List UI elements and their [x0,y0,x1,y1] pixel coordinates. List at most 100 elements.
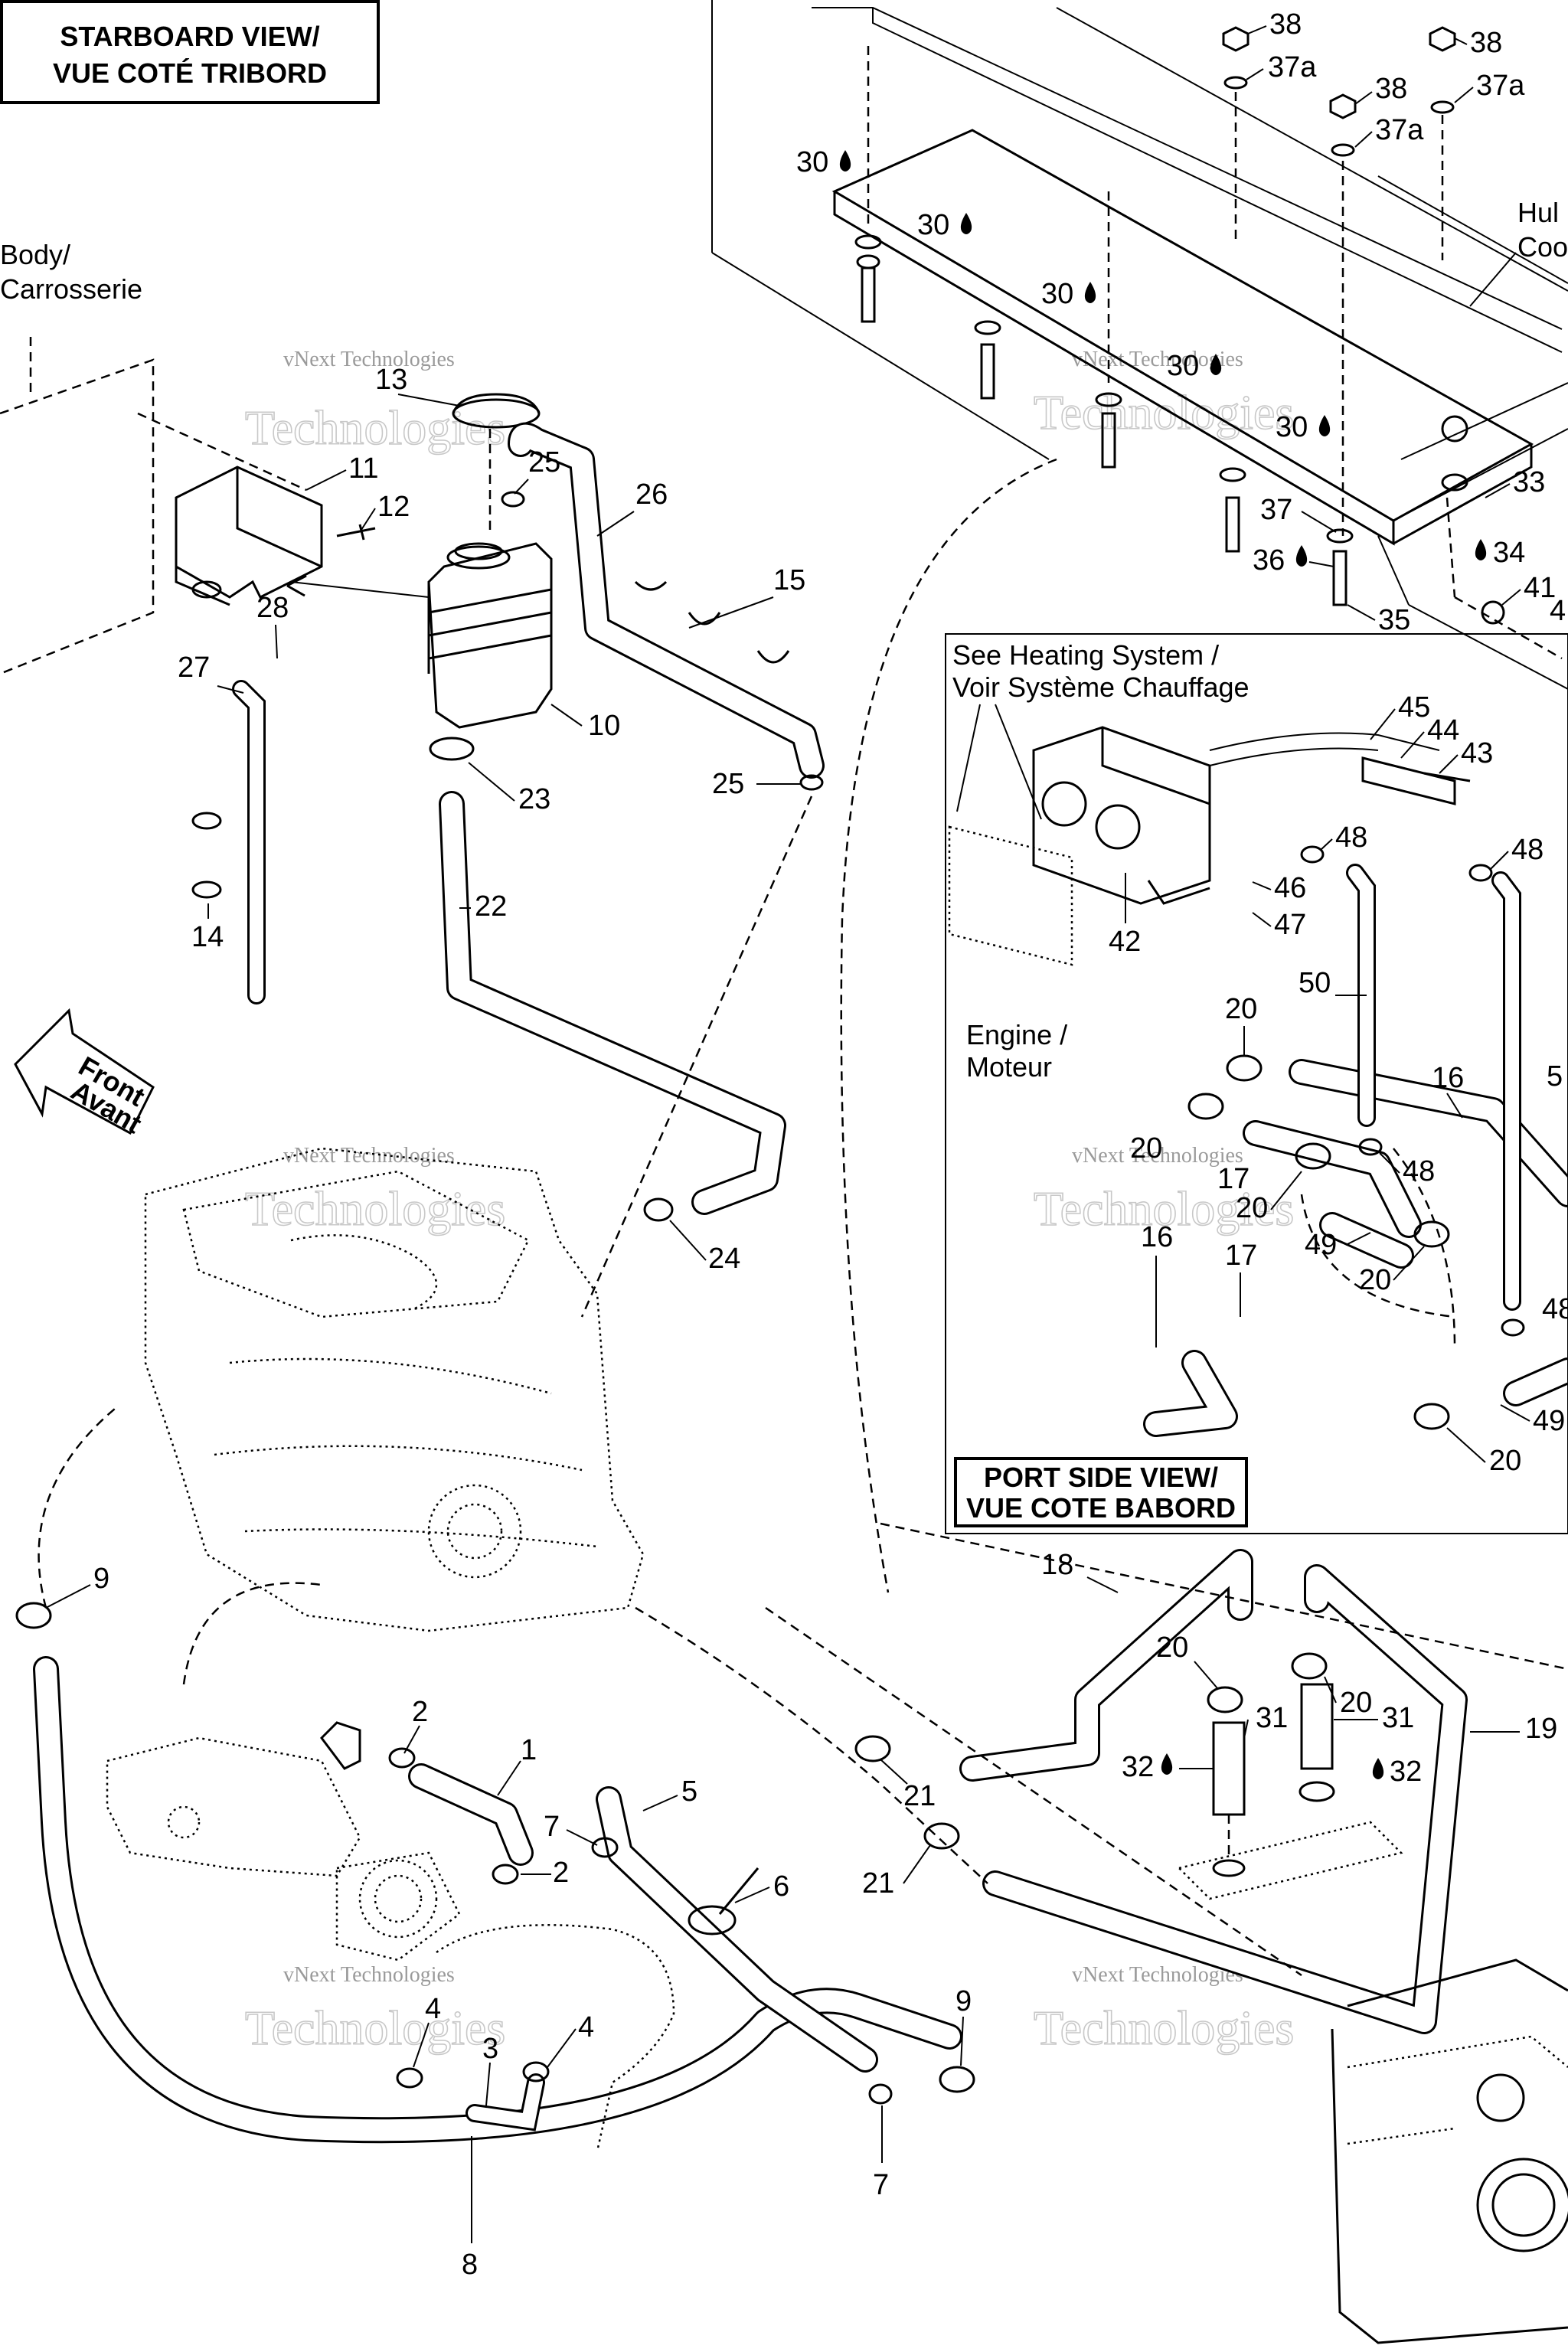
starboard-title-line2: VUE COTÉ TRIBORD [53,57,327,89]
callout-35: 35 [1378,604,1410,636]
callout-37a: 37a [1268,51,1317,83]
port-side-view-panel: PORT SIDE VIEW/ VUE COTE BABORD [945,633,1568,1534]
watermark-text: vNext Technologies [283,1144,455,1168]
callout-20: 20 [1359,1264,1391,1296]
engine [144,1147,645,1632]
callout-13: 13 [375,364,407,396]
callout-5: 5 [1547,1060,1563,1093]
port-title-line1: PORT SIDE VIEW/ [984,1462,1218,1493]
exhaust-manifold [106,1721,675,2152]
callout-44: 44 [1427,714,1459,746]
callout-1: 1 [521,1734,537,1766]
drop-icon [839,150,851,172]
coolant-tank [286,393,553,729]
callout-20: 20 [1225,993,1257,1025]
callout-47: 47 [1274,909,1306,941]
callout-38: 38 [1375,73,1407,105]
callout-28: 28 [256,592,289,624]
callout-42: 42 [1109,926,1141,958]
callout-20: 20 [1340,1687,1372,1719]
coolant-label: Coo [1517,231,1568,263]
drop-icon [1318,415,1331,436]
drop-icon [1372,1758,1384,1779]
heater-box [948,726,1471,966]
callout-4: 4 [578,2011,594,2043]
watermark-text: vNext Technologies [283,1963,455,1987]
callout-48: 48 [1335,822,1367,854]
callout-48: 48 [1511,834,1544,866]
callout-36: 36 [1253,544,1285,577]
callout-16: 16 [1141,1221,1173,1253]
front-arrow: Front Avant [14,1008,155,1139]
callout-22: 22 [475,890,507,923]
callout-32: 32 [1390,1756,1422,1788]
carrosserie-label: Carrosserie [0,273,142,305]
callout-30: 30 [917,209,949,241]
callout-20: 20 [1156,1632,1188,1664]
drop-icon [1161,1753,1173,1775]
text-labels: Body/ Carrosserie Hul Coo See Heating Sy… [0,197,1568,1083]
watermark-text: Technologies [1034,1181,1294,1236]
watermark-text: vNext Technologies [1072,1144,1243,1168]
callout-49: 49 [1533,1405,1565,1437]
callout-48: 48 [1403,1155,1435,1187]
starboard-view-title-box: STARBOARD VIEW/ VUE COTÉ TRIBORD [0,0,380,104]
callout-24: 24 [708,1243,740,1275]
callout-15: 15 [773,564,805,596]
clamps [15,491,1525,2105]
callout-49: 49 [1305,1229,1337,1261]
watermark-text: Technologies [245,2001,505,2055]
drop-icon [960,213,972,234]
drop-icon [1295,545,1308,567]
callout-5: 5 [681,1775,697,1808]
jet-pump-housing [1331,1958,1568,2344]
callout-37a: 37a [1476,70,1525,102]
heating-note-line2: Voir Système Chauffage [952,671,1250,703]
callout-9: 9 [93,1563,109,1595]
callout-18: 18 [1041,1549,1073,1581]
callout-37: 37 [1260,494,1292,526]
callout-41: 41 [1524,572,1556,604]
callout-25: 25 [528,446,560,479]
callout-2: 2 [553,1857,569,1889]
engine-label: Engine / [966,1019,1067,1050]
callout-43: 43 [1461,737,1493,769]
port-title-line2: VUE COTE BABORD [966,1492,1236,1524]
callout-33: 33 [1513,466,1545,498]
callout-10: 10 [588,710,620,742]
body-label: Body/ [0,239,70,270]
callout-2: 2 [412,1696,428,1728]
callout-32: 32 [1122,1751,1154,1783]
watermark-text: Technologies [245,400,505,455]
callout-4: 4 [425,1993,441,2025]
callout-20: 20 [1236,1192,1268,1224]
callout-31: 31 [1382,1702,1414,1734]
starboard-title-line1: STARBOARD VIEW/ [60,21,319,52]
callout-23: 23 [518,783,550,815]
callout-7: 7 [544,1811,560,1843]
callout-16: 16 [1432,1062,1464,1094]
callout-6: 6 [773,1870,789,1903]
callout-14: 14 [191,921,224,953]
callout-17: 17 [1225,1240,1257,1272]
sealant-drop-icons [839,150,1487,1779]
bolts-30 [854,234,1468,606]
callout-21: 21 [903,1780,936,1812]
nuts-and-washers [867,26,1563,660]
hull-label: Hul [1517,197,1559,228]
callout-17: 17 [1217,1163,1250,1195]
callout-27: 27 [178,652,210,684]
callout-19: 19 [1525,1713,1557,1745]
callout-48: 48 [1542,1293,1568,1325]
moteur-label: Moteur [966,1051,1052,1083]
hull-mounting-plate [711,0,1568,690]
callout-26: 26 [635,479,668,511]
callout-11: 11 [348,452,378,485]
callout-38: 38 [1269,8,1302,41]
callout-45: 45 [1398,691,1430,724]
watermarks: vNext Technologies Technologies vNext Te… [244,348,1295,2056]
drop-icon [1084,282,1096,303]
callout-20: 20 [1489,1445,1521,1477]
callout-25: 25 [712,768,744,800]
